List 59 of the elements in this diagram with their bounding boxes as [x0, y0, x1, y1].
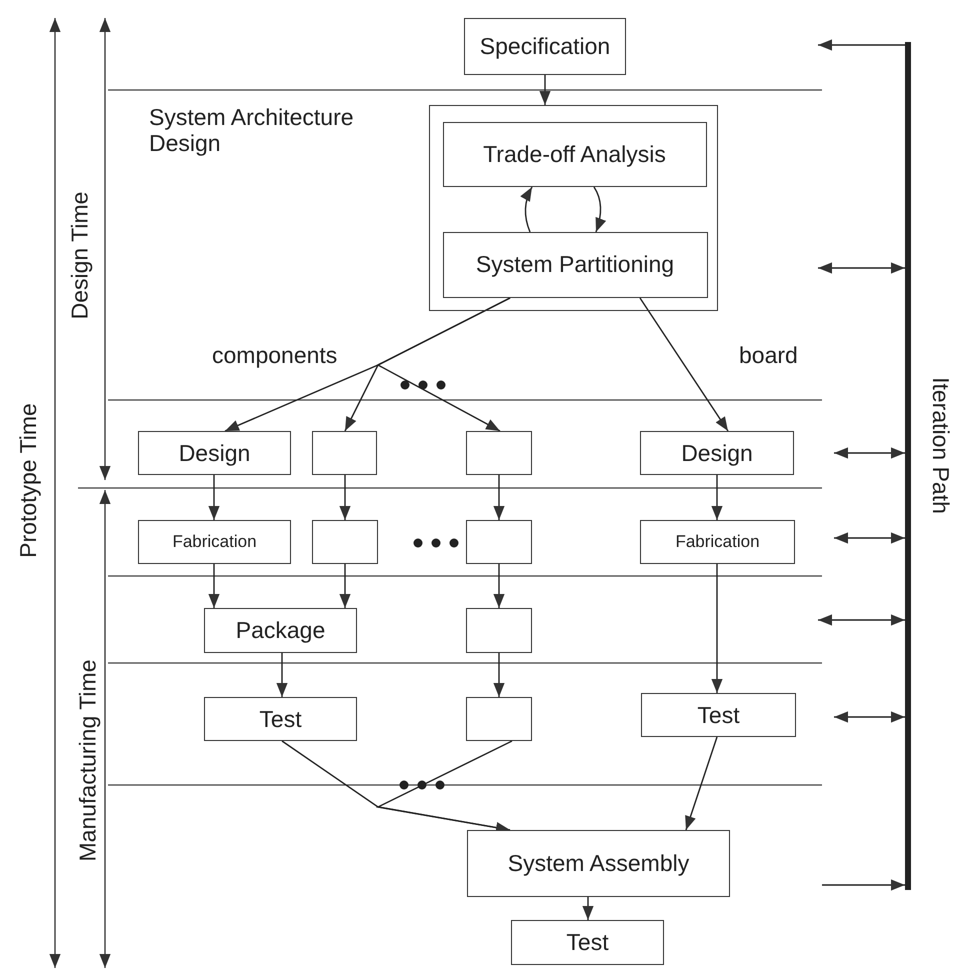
- process-box: [312, 431, 377, 475]
- arrow: [520, 186, 533, 232]
- process-box: [442, 232, 708, 298]
- process-box: [442, 122, 706, 186]
- arrow: [834, 532, 905, 544]
- arrow: [834, 711, 905, 723]
- arrow: [818, 39, 905, 51]
- box-label: Design: [178, 440, 250, 466]
- arrow: [711, 475, 723, 520]
- group-heading: System Architecture Design: [149, 104, 355, 156]
- iteration-bar: [905, 42, 911, 890]
- axis-label: Design Time: [66, 191, 94, 319]
- box-label: Specification: [480, 33, 610, 60]
- arrow: [818, 614, 905, 626]
- arrow: [339, 475, 351, 520]
- process-box: [466, 520, 532, 564]
- process-box: [138, 520, 291, 564]
- axis-label: Prototype Time: [14, 402, 42, 558]
- box-label: Test: [697, 702, 740, 728]
- process-box: [467, 830, 730, 897]
- box-label: Package: [236, 617, 326, 644]
- process-box: [640, 431, 794, 475]
- box-label: Trade-off Analysis: [483, 140, 666, 168]
- arrow: [339, 564, 351, 608]
- arrow: [539, 75, 551, 105]
- process-box: [466, 697, 532, 741]
- process-box: [466, 431, 532, 475]
- process-box: [640, 520, 795, 564]
- box-label: System Assembly: [508, 850, 690, 877]
- box-label: Design: [681, 440, 753, 466]
- arrow: [208, 564, 220, 608]
- arrow: [582, 897, 594, 920]
- arrow: [208, 475, 220, 520]
- process-box: [204, 697, 357, 741]
- arrow: [593, 186, 606, 232]
- arrow: [376, 297, 510, 432]
- arrow: [834, 447, 905, 459]
- process-box: [511, 920, 664, 965]
- process-box: [466, 608, 532, 653]
- side-label: Iteration Path: [926, 376, 954, 514]
- process-box: [138, 431, 291, 475]
- process-box: [641, 693, 796, 737]
- arrow: [493, 564, 505, 608]
- arrow: [711, 564, 723, 693]
- arrow: [493, 653, 505, 697]
- process-box: [204, 608, 357, 653]
- arrow: [276, 653, 288, 697]
- arrow: [685, 736, 718, 830]
- box-label: Fabrication: [675, 532, 760, 552]
- process-box: [312, 520, 378, 564]
- box-label: Fabrication: [172, 532, 257, 552]
- box-label: System Partitioning: [476, 251, 674, 278]
- process-box: [464, 18, 626, 75]
- box-label: Test: [259, 706, 302, 732]
- arrow: [493, 475, 505, 520]
- arrow: [822, 879, 905, 891]
- arrow: [818, 262, 905, 274]
- box-label: Test: [566, 929, 609, 956]
- axis-label: Manufacturing Time: [74, 659, 102, 861]
